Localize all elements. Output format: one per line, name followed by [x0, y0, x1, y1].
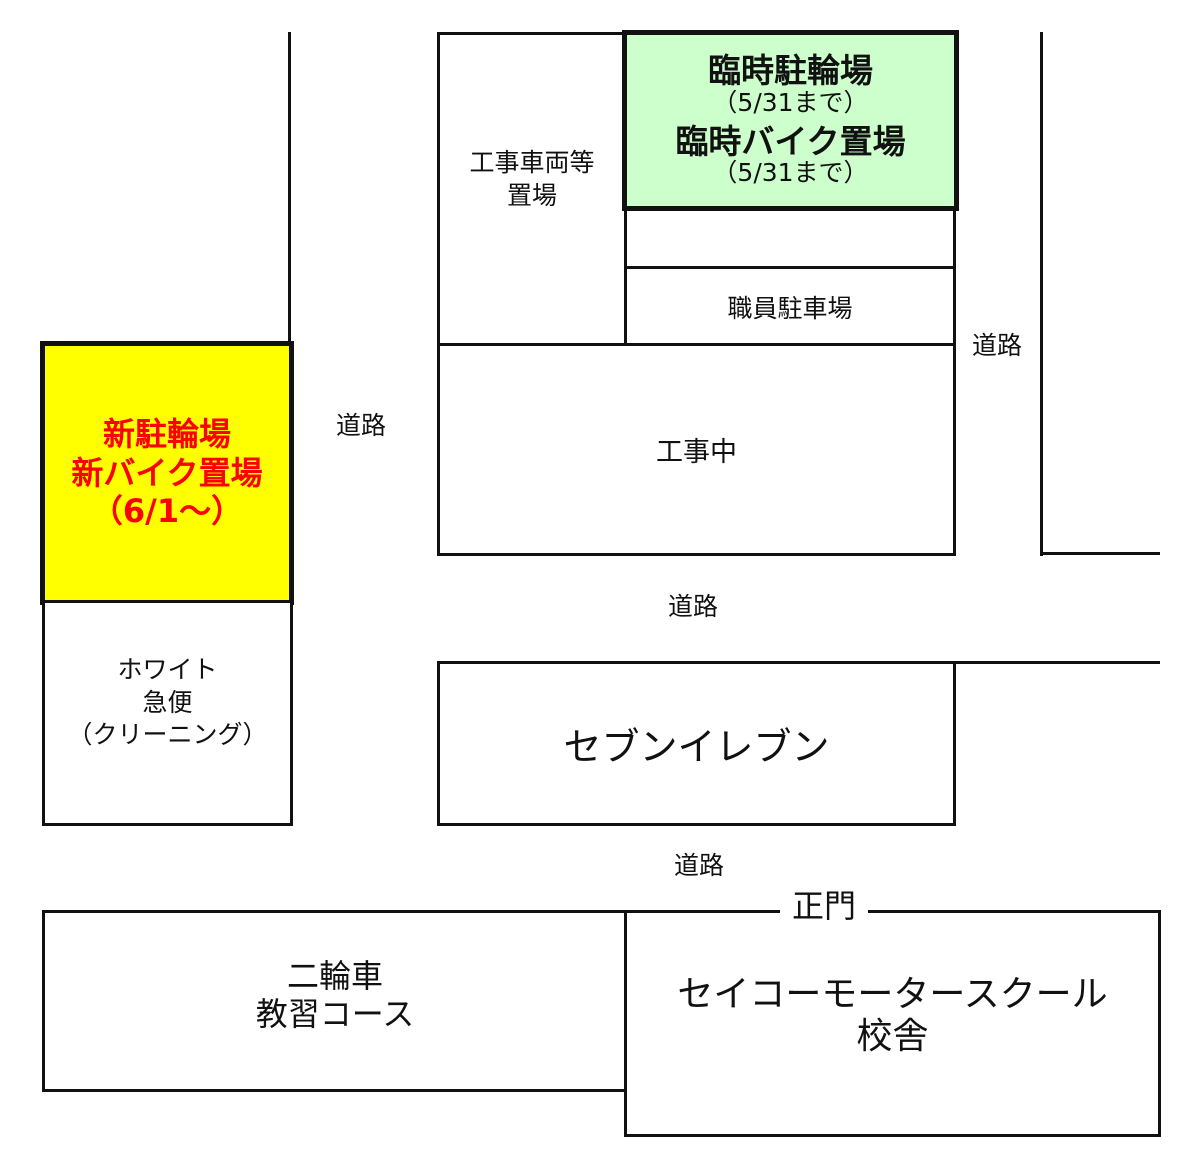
road-label-right: 道路 [972, 331, 1023, 360]
temp-bicycle-parking-title: 臨時駐輪場 [708, 51, 873, 91]
road-edge-right-vertical [1040, 32, 1043, 556]
temp-bicycle-parking-until: （5/31まで） [712, 88, 869, 117]
road-edge-left [288, 32, 291, 344]
motorcycle-training-course: 二輪車 教習コース [42, 910, 628, 1092]
new-parking: 新駐輪場 新バイク置場 （6/1～） [40, 341, 294, 605]
staff-parking-label: 職員駐車場 [727, 293, 853, 323]
temp-bike-parking-until: （5/31まで） [712, 158, 869, 188]
road-edge-seven-right [953, 661, 1160, 664]
motorcycle-course-label: 二輪車 教習コース [255, 956, 415, 1033]
white-kyubin-label: ホワイト 急便 （クリーニング） [67, 655, 268, 750]
staff-parking: 職員駐車場 [624, 266, 956, 347]
road-label-middle: 道路 [668, 592, 719, 621]
school-building-label: セイコーモータースクール 校舎 [677, 974, 1108, 1057]
seven-eleven-label: セブンイレブン [563, 725, 830, 769]
road-label-bottom: 道路 [674, 851, 725, 880]
main-gate-label: 正門 [780, 888, 869, 925]
temp-bike-parking-title: 臨時バイク置場 [675, 121, 906, 161]
under-construction-area: 工事中 [437, 343, 956, 556]
under-construction-label: 工事中 [656, 437, 737, 468]
temp-parking-lower-area [624, 205, 956, 271]
white-kyubin-store: ホワイト 急便 （クリーニング） [42, 600, 293, 826]
new-parking-label: 新駐輪場 新バイク置場 （6/1～） [71, 415, 263, 531]
road-edge-right-bottom [1040, 552, 1160, 555]
school-building: セイコーモータースクール 校舎 [624, 910, 1161, 1137]
temp-parking: 臨時駐輪場 （5/31まで） 臨時バイク置場 （5/31まで） [622, 30, 959, 211]
road-label-left: 道路 [336, 411, 387, 440]
construction-vehicle-area-label: 工事車両等 置場 [469, 148, 595, 210]
seven-eleven-store: セブンイレブン [437, 661, 956, 826]
construction-vehicle-area: 工事車両等 置場 [437, 32, 627, 347]
